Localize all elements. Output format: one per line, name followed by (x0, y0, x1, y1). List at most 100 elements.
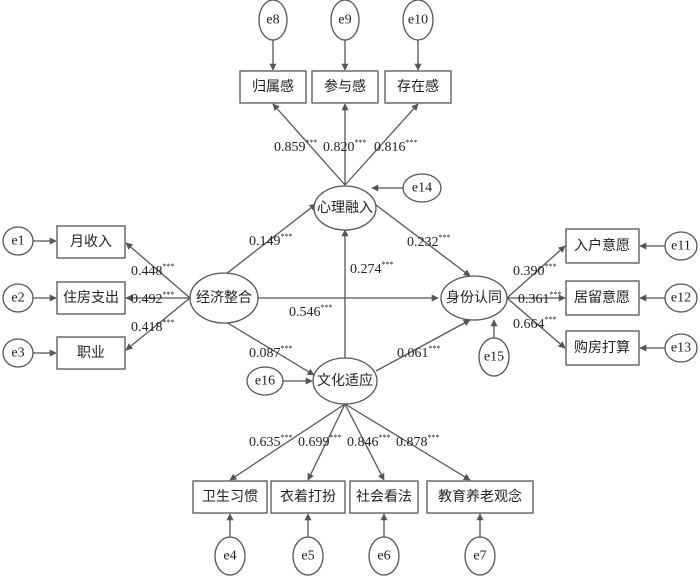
indicator-label: 存在感 (397, 78, 439, 95)
edge-psych-existence (344, 103, 419, 186)
latent-label: 身份认同 (446, 290, 502, 306)
error-e7: e7 (464, 536, 496, 576)
indicator-label: 归属感 (252, 78, 294, 95)
indicator-housing: 住房支出 (56, 281, 126, 315)
indicator-house-buy: 购房打算 (565, 330, 640, 366)
edge-culture-clothing (307, 403, 346, 481)
coef-econ-identity: 0.546*** (289, 303, 333, 320)
edge-culture-identity (375, 319, 471, 372)
indicator-income: 月收入 (56, 225, 126, 259)
error-label: e5 (301, 549, 314, 564)
error-e15: e15 (478, 337, 510, 377)
error-label: e7 (473, 549, 486, 564)
error-e6: e6 (368, 536, 400, 576)
indicator-label: 职业 (77, 345, 105, 361)
error-label: e8 (266, 13, 279, 28)
error-label: e10 (408, 13, 428, 28)
indicator-residence: 居留意愿 (565, 280, 640, 316)
indicator-label: 购房打算 (574, 339, 630, 356)
error-label: e4 (223, 549, 236, 564)
indicator-existence: 存在感 (384, 70, 452, 104)
indicator-label: 教育养老观念 (438, 488, 522, 505)
coef-parenting: 0.878*** (396, 433, 440, 450)
edge-econ-occupation (125, 297, 191, 351)
error-label: e11 (671, 239, 691, 254)
error-e9: e9 (330, 0, 360, 41)
error-e13: e13 (664, 333, 698, 363)
coef-econ-culture: 0.087*** (249, 344, 293, 361)
indicator-label: 卫生习惯 (202, 488, 258, 505)
edge-psych-identity (375, 204, 471, 277)
edge-culture-parenting (344, 403, 471, 481)
indicator-clothing: 衣着打扮 (270, 480, 346, 514)
coef-income: 0.448*** (131, 262, 175, 279)
coef-clothing: 0.699*** (298, 433, 342, 450)
indicator-label: 住房支出 (63, 290, 119, 306)
coef-hygiene: 0.635*** (249, 433, 293, 450)
coef-belonging: 0.859*** (274, 138, 318, 155)
error-label: e16 (255, 374, 275, 389)
error-e4: e4 (214, 536, 246, 576)
indicator-hygiene: 卫生习惯 (192, 480, 268, 514)
indicator-belonging: 归属感 (239, 70, 307, 104)
indicator-social-view: 社会看法 (349, 480, 419, 514)
error-label: e14 (412, 181, 432, 196)
coef-house-buy: 0.664*** (513, 315, 557, 332)
indicator-label: 社会看法 (356, 489, 412, 505)
edge-identity-hukou (506, 245, 566, 299)
indicator-label: 入户意愿 (574, 237, 630, 254)
coef-psych-identity: 0.232*** (407, 233, 451, 250)
error-label: e6 (377, 549, 390, 564)
indicator-label: 衣着打扮 (280, 488, 336, 505)
coef-occupation: 0.418*** (131, 318, 175, 335)
latent-identity: 身份认同 (440, 275, 508, 321)
error-e8: e8 (258, 0, 288, 41)
coef-residence: 0.361*** (518, 290, 562, 307)
indicator-label: 月收入 (70, 234, 112, 250)
error-label: e12 (671, 291, 691, 306)
latents: 心理融入 经济整合 文化适应 身份认同 (189, 185, 508, 405)
indicators: 归属感 参与感 存在感 月收入 住房支出 职业 入户意愿 居留意愿 (56, 70, 640, 514)
latent-label: 经济整合 (196, 290, 252, 306)
coefficients: 0.859*** 0.820*** 0.816*** 0.448*** 0.49… (131, 138, 562, 450)
latent-psych: 心理融入 (313, 185, 377, 231)
latent-culture: 文化适应 (312, 357, 378, 405)
error-e12: e12 (664, 283, 698, 313)
indicator-parenting: 教育养老观念 (426, 480, 534, 514)
error-label: e15 (484, 350, 504, 365)
latent-label: 心理融入 (317, 200, 373, 216)
error-label: e1 (11, 234, 24, 249)
error-e11: e11 (664, 231, 698, 261)
edge-econ-income (125, 242, 191, 299)
indicator-participation: 参与感 (311, 70, 379, 104)
error-label: e9 (338, 13, 351, 28)
coef-social-view: 0.846*** (347, 433, 391, 450)
indicator-label: 参与感 (324, 78, 366, 95)
error-e5: e5 (292, 536, 324, 576)
error-e10: e10 (402, 0, 434, 41)
edge-econ-culture (225, 321, 315, 376)
error-e2: e2 (2, 283, 34, 313)
coef-culture-identity: 0.061*** (397, 344, 441, 361)
edges (33, 40, 665, 537)
coef-participation: 0.820*** (323, 138, 367, 155)
coef-housing: 0.492*** (131, 290, 175, 307)
coef-econ-psych: 0.149*** (249, 232, 293, 249)
indicator-occupation: 职业 (56, 336, 126, 370)
error-e1: e1 (2, 226, 34, 256)
error-label: e2 (11, 291, 24, 306)
latent-label: 文化适应 (317, 372, 373, 389)
edge-econ-psych (225, 203, 317, 275)
latent-econ: 经济整合 (189, 272, 259, 324)
coef-culture-psych: 0.274*** (350, 260, 394, 277)
error-label: e13 (671, 341, 691, 356)
edge-culture-social-view (344, 403, 385, 481)
coef-hukou: 0.390*** (513, 262, 557, 279)
error-e14: e14 (402, 173, 442, 203)
error-e3: e3 (2, 338, 34, 368)
error-e16: e16 (246, 366, 284, 396)
coef-existence: 0.816*** (374, 138, 418, 155)
